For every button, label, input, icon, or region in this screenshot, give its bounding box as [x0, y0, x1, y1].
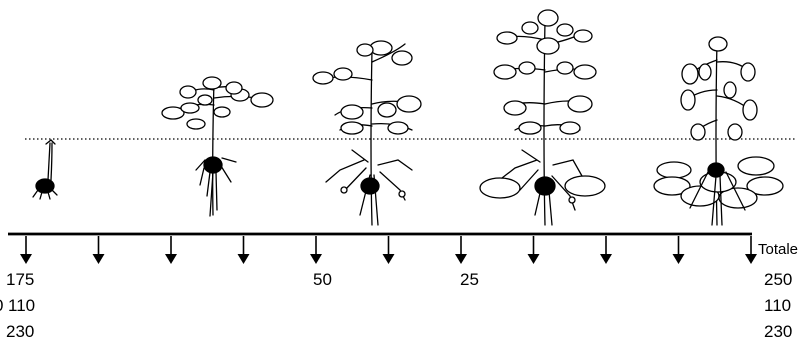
- potato-plant-tuber-bulking-icon: [479, 9, 606, 226]
- down-arrow-icon: [745, 236, 757, 264]
- down-arrow-icon: [382, 236, 395, 264]
- mature-potato-plant-icon: [653, 36, 784, 226]
- down-arrow-icon: [92, 236, 105, 264]
- total-label: Totale: [758, 241, 799, 258]
- down-arrow-icon: [672, 236, 685, 264]
- potato-plant-tuber-initiation-icon: [312, 40, 422, 226]
- down-arrow-icon: [20, 236, 32, 264]
- total-value-110: 110: [764, 296, 792, 315]
- total-value-250: 250: [764, 270, 793, 289]
- value-175: 175: [6, 270, 35, 289]
- timeline-arrows: [20, 236, 757, 264]
- down-arrow-icon: [165, 236, 177, 264]
- down-arrow-icon: [600, 236, 612, 264]
- down-arrow-icon: [237, 236, 250, 264]
- value-230-left: 230: [6, 322, 35, 341]
- down-arrow-icon: [455, 236, 467, 264]
- value-50: 50: [313, 270, 332, 289]
- down-arrow-icon: [527, 236, 540, 264]
- truncated-label-fragment: 0: [0, 296, 3, 316]
- down-arrow-icon: [310, 236, 322, 264]
- young-potato-plant-icon: [161, 76, 274, 217]
- value-110-left: 110: [8, 296, 36, 315]
- value-25: 25: [460, 270, 479, 289]
- total-value-230: 230: [764, 322, 793, 341]
- sprouted-tuber-icon: [32, 139, 58, 200]
